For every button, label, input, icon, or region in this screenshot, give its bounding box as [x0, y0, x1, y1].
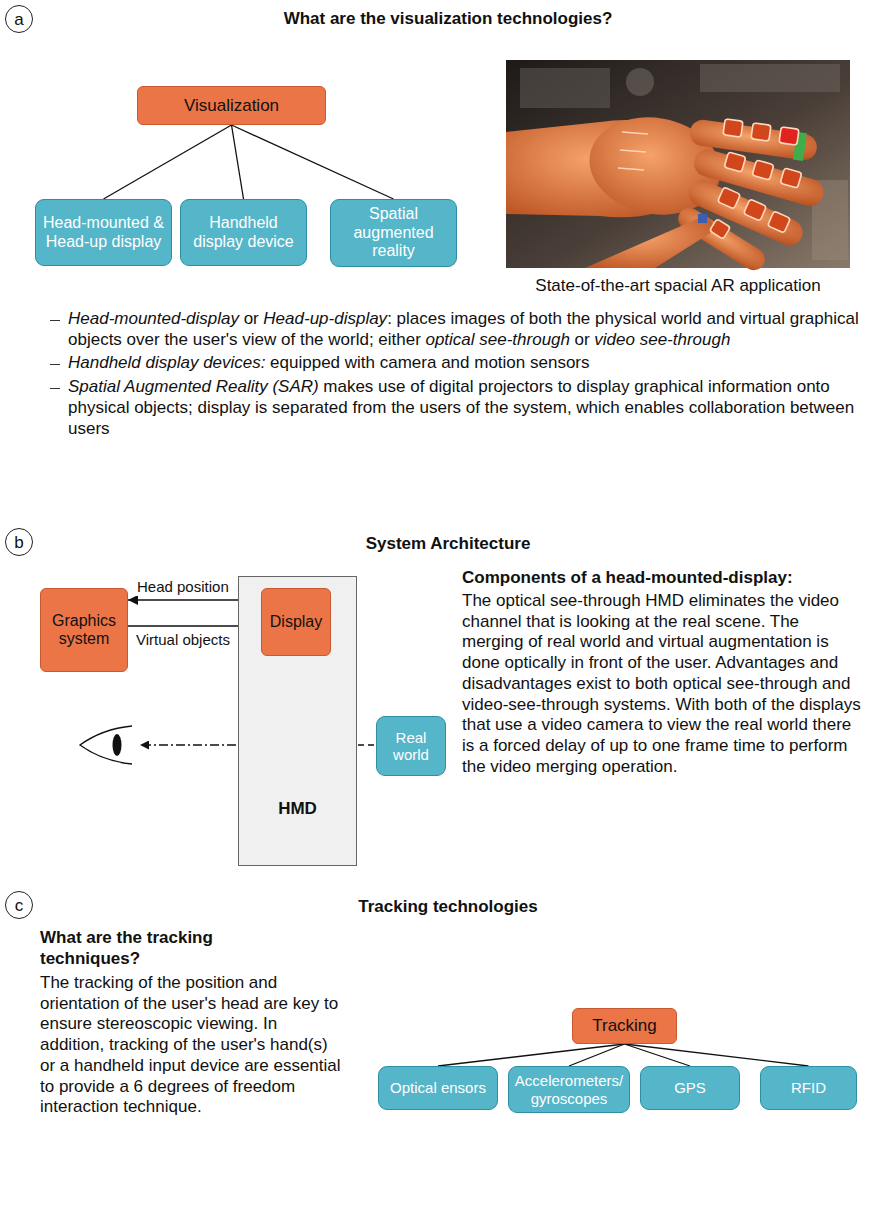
readout-line — [618, 168, 644, 170]
eye-symbol — [80, 726, 132, 764]
node-text: Display — [270, 613, 322, 631]
key — [779, 127, 799, 145]
node-text: Head-mounted & Head-up display — [40, 214, 167, 251]
tree-line — [104, 125, 232, 199]
tree-line — [625, 1044, 809, 1066]
node-text: Spatial augmented reality — [335, 205, 452, 260]
ar-photo — [506, 60, 850, 274]
key — [724, 152, 746, 172]
node-text: Tracking — [592, 1016, 657, 1036]
node-text: Optical ensors — [390, 1079, 486, 1096]
key — [751, 123, 771, 141]
pointing-hand — [585, 216, 713, 268]
tree-line — [232, 125, 244, 199]
lab-equipment — [520, 68, 610, 108]
projected-keypad — [710, 119, 802, 239]
lab-equipment — [626, 68, 654, 96]
bullet-list: Head-mounted-displayorHead-up-display: p… — [68, 309, 860, 442]
body-text: The optical see-through HMD eliminates t… — [462, 591, 862, 778]
readout-line — [622, 132, 648, 134]
category-box: Spatial augmented reality — [330, 199, 457, 267]
panel-letter: c — [5, 891, 33, 919]
bullet-text: equipped with camera and motion sensors — [270, 353, 589, 372]
eye-lens — [113, 734, 122, 756]
tree-line — [438, 1044, 625, 1066]
bullet-item: Handheld display devices:equipped with c… — [68, 353, 860, 374]
key — [723, 119, 743, 137]
node-text: Handheld display device — [185, 214, 302, 251]
node-text: c — [15, 897, 24, 914]
panel-letter: b — [5, 528, 33, 556]
term-text: Head-up-display — [263, 309, 387, 328]
node-text: GPS — [674, 1079, 706, 1096]
term-text: Spatial Augmented Reality (SAR) — [68, 377, 319, 396]
section-heading: What are the tracking techniques? — [40, 928, 305, 969]
edge-label: Virtual objects — [134, 631, 232, 649]
node-text: Real world — [381, 729, 441, 764]
term-text: Handheld display devices: — [68, 353, 266, 372]
readout-line — [620, 150, 646, 152]
node-text: Graphics system — [45, 612, 123, 649]
tree-line — [569, 1044, 625, 1066]
category-box: GPS — [640, 1066, 740, 1110]
projected-readout — [618, 132, 648, 170]
bullet-item: Spatial Augmented Reality (SAR)makes use… — [68, 377, 860, 439]
key — [780, 168, 802, 188]
category-box: RFID — [760, 1066, 857, 1110]
tree-line — [232, 125, 394, 199]
bullet-text: or — [575, 330, 590, 349]
image-caption: State-of-the-art spacial AR application — [506, 276, 850, 297]
node-text: RFID — [791, 1079, 826, 1096]
category-box: Optical ensors — [378, 1066, 498, 1110]
term-text: video see-through — [594, 330, 730, 349]
key — [744, 199, 767, 221]
edge-label: Head position — [135, 578, 231, 596]
node-text: a — [14, 11, 23, 28]
term-text: optical see-through — [425, 330, 570, 349]
fingertip-marker — [698, 214, 707, 223]
hmd-housing: DisplayHMD — [238, 576, 357, 866]
bullet-item: Head-mounted-displayorHead-up-display: p… — [68, 309, 860, 350]
bullet-text: or — [244, 309, 259, 328]
panel-heading: Tracking technologies — [248, 897, 648, 918]
bullet-dash — [50, 364, 60, 365]
panel-letter: a — [5, 5, 33, 33]
source-box: Real world — [376, 716, 446, 776]
node-text: Accelerometers/ gyroscopes — [513, 1072, 625, 1107]
process-box: Display — [261, 588, 331, 656]
root-box: Visualization — [137, 86, 326, 125]
key — [752, 160, 774, 180]
body-text: The tracking of the position and orienta… — [40, 973, 345, 1118]
node-text: b — [14, 534, 23, 551]
photo-background — [506, 60, 850, 268]
key — [768, 211, 791, 233]
process-box: Graphics system — [40, 588, 128, 672]
root-box: Tracking — [572, 1008, 677, 1044]
key — [710, 219, 731, 239]
bullet-dash — [50, 388, 60, 389]
key — [718, 187, 741, 209]
section-heading: Components of a head-mounted-display: — [462, 568, 862, 589]
term-text: Head-mounted-display — [68, 309, 239, 328]
category-box: Accelerometers/ gyroscopes — [508, 1066, 630, 1113]
category-box: Head-mounted & Head-up display — [35, 199, 172, 266]
panel-heading: System Architecture — [248, 534, 648, 555]
category-box: Handheld display device — [180, 199, 307, 266]
housing-label: HMD — [239, 799, 356, 819]
panel-heading: What are the visualization technologies? — [198, 9, 698, 30]
node-text: Visualization — [184, 96, 279, 116]
lab-equipment — [700, 64, 840, 92]
bullet-dash — [50, 320, 60, 321]
